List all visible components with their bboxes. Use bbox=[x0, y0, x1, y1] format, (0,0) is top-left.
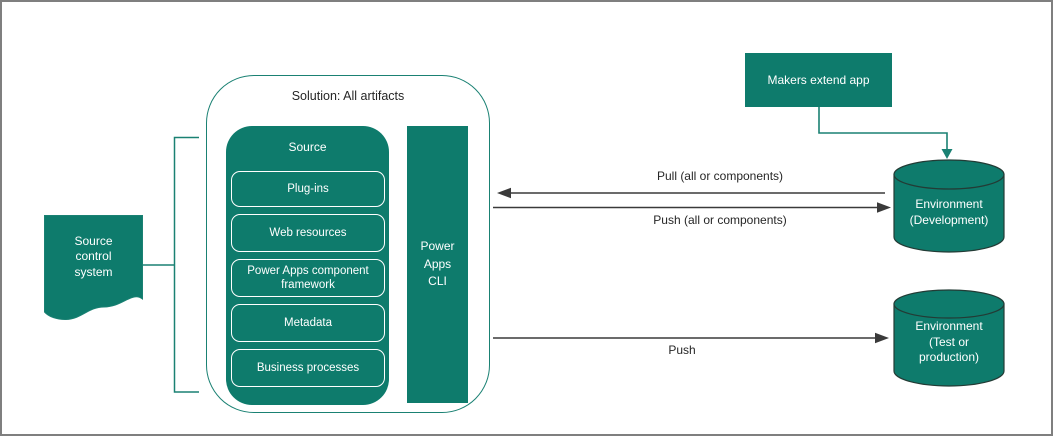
cylinder-body bbox=[893, 174, 1005, 253]
push-arrow-label: Push bbox=[668, 343, 696, 357]
cylinder-shape-svg bbox=[893, 289, 1005, 387]
solution-title: Solution: All artifacts bbox=[291, 89, 405, 103]
source-control-shape: Source control system bbox=[44, 215, 143, 321]
source-item-metadata: Metadata bbox=[231, 304, 385, 342]
environment-development-cylinder: Environment (Development) bbox=[893, 159, 1005, 253]
environment-test-production-cylinder: Environment (Test or production) bbox=[893, 289, 1005, 387]
document-shape-svg bbox=[44, 215, 143, 321]
source-box: Source Plug-ins Web resources Power Apps… bbox=[226, 126, 389, 405]
cylinder-body bbox=[893, 303, 1005, 387]
source-item-component-framework: Power Apps component framework bbox=[231, 259, 385, 297]
environment-test-production-label: Environment (Test or production) bbox=[915, 319, 983, 364]
cylinder-top bbox=[893, 159, 1005, 190]
document-shape-path bbox=[44, 215, 143, 321]
source-item-plugins: Plug-ins bbox=[231, 171, 385, 207]
makers-connector bbox=[818, 107, 948, 150]
source-control-label: Source control system bbox=[74, 233, 113, 279]
solution-container: Solution: All artifacts Source Plug-ins … bbox=[206, 75, 490, 413]
cylinder-top bbox=[893, 289, 1005, 319]
makers-extend-app-box: Makers extend app bbox=[745, 53, 892, 107]
pull-arrowhead bbox=[497, 187, 511, 199]
power-apps-cli-box: Power Apps CLI bbox=[407, 126, 468, 403]
makers-arrowhead bbox=[941, 149, 953, 159]
source-item-web-resources: Web resources bbox=[231, 214, 385, 252]
push-all-arrowhead bbox=[877, 202, 891, 213]
push-all-arrow-label: Push (all or components) bbox=[653, 213, 787, 227]
cylinder-shape-svg bbox=[893, 159, 1005, 253]
environment-development-label: Environment (Development) bbox=[909, 197, 989, 227]
bracket-line bbox=[173, 136, 199, 393]
push-arrowhead bbox=[875, 332, 889, 344]
source-item-business-processes: Business processes bbox=[231, 349, 385, 387]
source-box-label: Source bbox=[288, 140, 327, 154]
pull-arrow-label: Pull (all or components) bbox=[656, 169, 784, 183]
source-items-list: Plug-ins Web resources Power Apps compon… bbox=[231, 171, 385, 387]
